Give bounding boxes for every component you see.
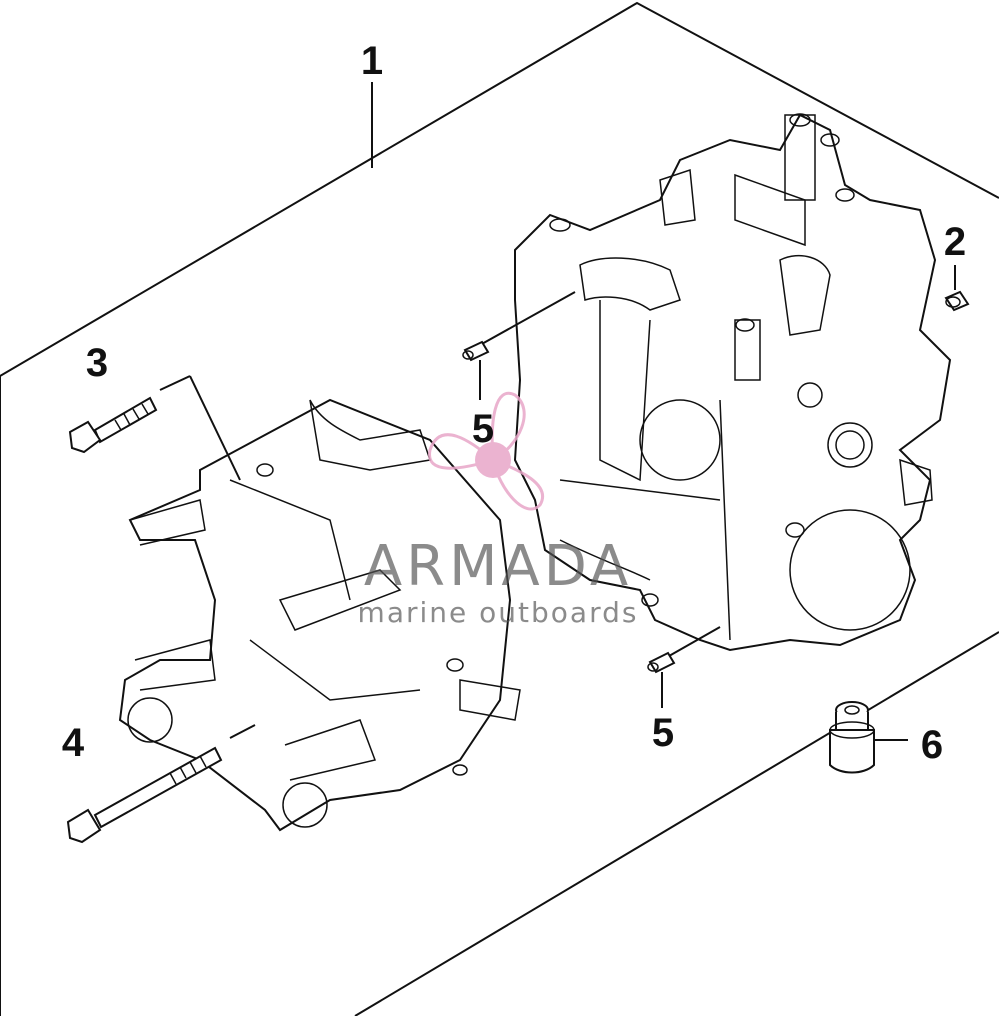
dowel-pin-5-lower xyxy=(647,651,676,674)
dowel-pin-2 xyxy=(944,290,970,312)
propeller-icon xyxy=(428,391,544,511)
callout-2: 2 xyxy=(944,220,966,264)
callout-5-upper: 5 xyxy=(472,407,494,451)
callout-1: 1 xyxy=(361,39,383,83)
watermark-tagline: marine outboards xyxy=(358,596,639,629)
bolt-3 xyxy=(68,396,158,454)
callout-4: 4 xyxy=(62,721,85,765)
watermark-logo: ARMADA marine outboards xyxy=(358,391,639,629)
watermark-brand: ARMADA xyxy=(364,534,632,599)
cylinder-block xyxy=(513,113,952,652)
bolt-4 xyxy=(66,746,223,844)
callout-labels: 1 2 3 4 5 5 6 xyxy=(62,39,966,767)
plug-fitting-6 xyxy=(829,701,875,774)
leader-lines xyxy=(159,82,956,741)
propeller-hub-icon xyxy=(475,442,511,478)
crankcase-left-half xyxy=(118,398,521,832)
callout-3: 3 xyxy=(86,341,108,385)
dowel-pin-5-upper xyxy=(462,340,490,362)
callout-5-lower: 5 xyxy=(652,711,674,755)
callout-6: 6 xyxy=(921,723,943,767)
